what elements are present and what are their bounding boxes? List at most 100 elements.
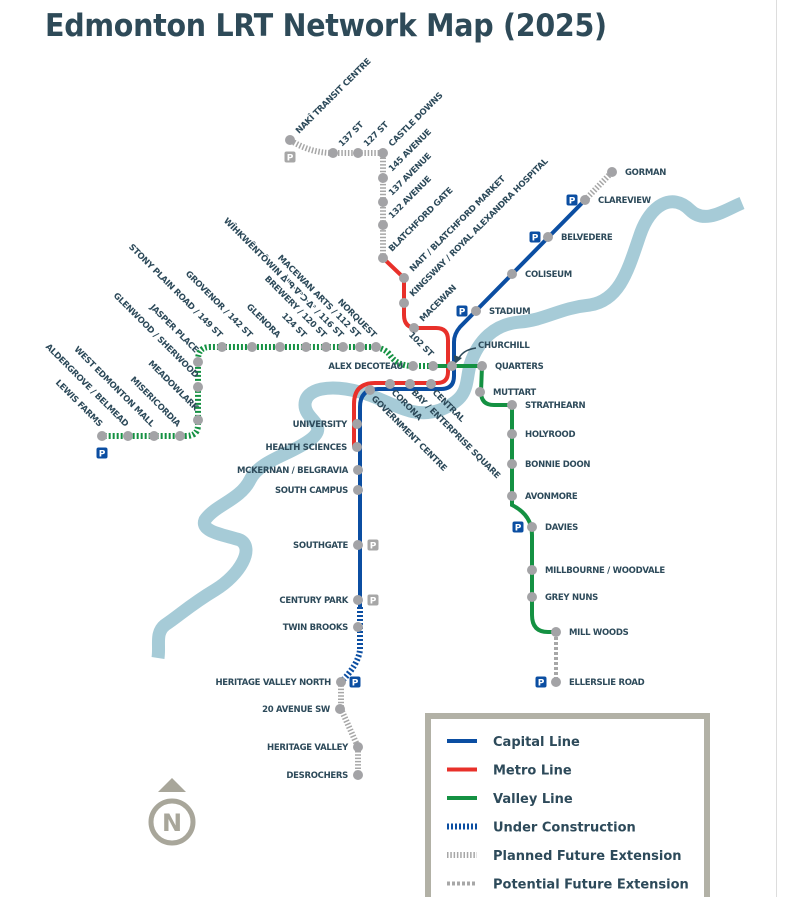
station-marker[interactable]	[378, 173, 388, 183]
station-marker[interactable]	[378, 220, 388, 230]
station-marker[interactable]	[335, 704, 345, 714]
station-marker[interactable]	[399, 298, 409, 308]
station-marker[interactable]	[352, 419, 362, 429]
station-marker[interactable]	[378, 148, 388, 158]
station-millbourne[interactable]: MILLBOURNE / WOODVALE	[527, 565, 666, 576]
station-marker[interactable]	[607, 167, 617, 177]
station-marker[interactable]	[352, 442, 362, 452]
station-marker[interactable]	[471, 306, 481, 316]
station-marker[interactable]	[527, 565, 537, 575]
station-marker[interactable]	[378, 253, 388, 263]
station-marker[interactable]	[409, 323, 419, 333]
station-marker[interactable]	[551, 677, 561, 687]
station-mckernan[interactable]: MCKERNAN / BELGRAVIA	[237, 465, 363, 476]
station-marker[interactable]	[355, 342, 365, 352]
station-marker[interactable]	[328, 148, 338, 158]
station-label: AVONMORE	[525, 492, 578, 502]
station-quarters[interactable]: QUARTERS	[477, 361, 544, 372]
station-marker[interactable]	[428, 361, 438, 371]
station-twin-brooks[interactable]: TWIN BROOKS	[283, 622, 363, 633]
station-marker[interactable]	[193, 357, 203, 367]
station-marker[interactable]	[527, 592, 537, 602]
station-label: BONNIE DOON	[525, 460, 590, 470]
station-marker[interactable]	[338, 342, 348, 352]
station-southgate[interactable]: SOUTHGATE	[293, 540, 363, 551]
station-label: MUTTART	[493, 388, 536, 398]
station-marker[interactable]	[149, 431, 159, 441]
station-marker[interactable]	[321, 342, 331, 352]
station-marker[interactable]	[353, 485, 363, 495]
station-marker[interactable]	[371, 342, 381, 352]
station-marker[interactable]	[580, 195, 590, 205]
station-label: ALEX DECOTEAU	[328, 362, 403, 372]
station-marker[interactable]	[477, 361, 487, 371]
station-lewis-farms[interactable]: LEWIS FARMS	[53, 378, 107, 441]
station-marker[interactable]	[193, 382, 203, 392]
station-marker[interactable]	[408, 361, 418, 371]
station-ellerslie[interactable]: ELLERSLIE ROAD	[551, 677, 645, 688]
station-marker[interactable]	[175, 431, 185, 441]
station-marker[interactable]	[507, 429, 517, 439]
station-strathearn[interactable]: STRATHEARN	[507, 400, 586, 411]
station-marker[interactable]	[97, 431, 107, 441]
station-marker[interactable]	[365, 385, 375, 395]
station-marker[interactable]	[285, 135, 295, 145]
station-holyrood[interactable]: HOLYROOD	[507, 429, 576, 440]
metro-planned-extension	[288, 137, 386, 258]
station-heritage-valley[interactable]: HERITAGE VALLEY	[267, 742, 363, 753]
station-belvedere[interactable]: BELVEDERE	[543, 232, 613, 243]
station-desrochers[interactable]: DESROCHERS	[286, 770, 363, 781]
station-clareview[interactable]: CLAREVIEW	[580, 195, 652, 206]
station-marker[interactable]	[447, 361, 457, 371]
station-mill-woods[interactable]: MILL WOODS	[551, 627, 629, 638]
station-marker[interactable]	[475, 387, 485, 397]
station-marker[interactable]	[353, 465, 363, 475]
station-marker[interactable]	[507, 491, 517, 501]
station-marker[interactable]	[543, 232, 553, 242]
station-marker[interactable]	[353, 595, 363, 605]
station-avenue-20-sw[interactable]: 20 AVENUE SW	[262, 704, 345, 715]
station-marker[interactable]	[426, 379, 436, 389]
station-century-park[interactable]: CENTURY PARK	[279, 595, 363, 606]
station-marker[interactable]	[399, 273, 409, 283]
north-arrow-compass: N	[148, 778, 196, 846]
station-south-campus[interactable]: SOUTH CAMPUS	[275, 485, 363, 496]
station-marker[interactable]	[353, 770, 363, 780]
station-bonnie-doon[interactable]: BONNIE DOON	[507, 459, 591, 470]
station-heritage-valley-north[interactable]: HERITAGE VALLEY NORTH	[215, 677, 346, 688]
station-gorman[interactable]: GORMAN	[607, 167, 667, 178]
station-stadium[interactable]: STADIUM	[471, 306, 531, 317]
station-marker[interactable]	[527, 522, 537, 532]
station-marker[interactable]	[353, 622, 363, 632]
station-marker[interactable]	[301, 342, 311, 352]
station-marker[interactable]	[247, 342, 257, 352]
station-marker[interactable]	[193, 415, 203, 425]
station-marker[interactable]	[551, 627, 561, 637]
station-marker[interactable]	[353, 540, 363, 550]
station-coliseum[interactable]: COLISEUM	[507, 269, 572, 280]
station-marker[interactable]	[507, 459, 517, 469]
station-marker[interactable]	[378, 197, 388, 207]
station-davies[interactable]: DAVIES	[527, 522, 578, 533]
station-marker[interactable]	[275, 342, 285, 352]
station-marker[interactable]	[336, 677, 346, 687]
station-marker[interactable]	[123, 431, 133, 441]
station-label: 127 ST	[362, 120, 391, 149]
station-marker[interactable]	[217, 342, 227, 352]
station-marker[interactable]	[353, 742, 363, 752]
station-grey-nuns[interactable]: GREY NUNS	[527, 592, 598, 603]
station-university[interactable]: UNIVERSITY	[293, 419, 362, 430]
station-marker[interactable]	[507, 400, 517, 410]
station-bay[interactable]: BAY / ENTERPRISE SQUARE	[405, 379, 502, 481]
station-alex-decoteau[interactable]: ALEX DECOTEAU	[328, 361, 418, 372]
station-churchill[interactable]: CHURCHILL	[447, 341, 531, 371]
station-label: SOUTH CAMPUS	[275, 486, 348, 496]
station-marker[interactable]	[353, 148, 363, 158]
station-marker[interactable]	[507, 269, 517, 279]
station-health-sciences[interactable]: HEALTH SCIENCES	[266, 442, 363, 453]
station-marker[interactable]	[385, 379, 395, 389]
station-muttart[interactable]: MUTTART	[475, 387, 537, 398]
station-avonmore[interactable]: AVONMORE	[507, 491, 578, 502]
station-marker[interactable]	[405, 379, 415, 389]
